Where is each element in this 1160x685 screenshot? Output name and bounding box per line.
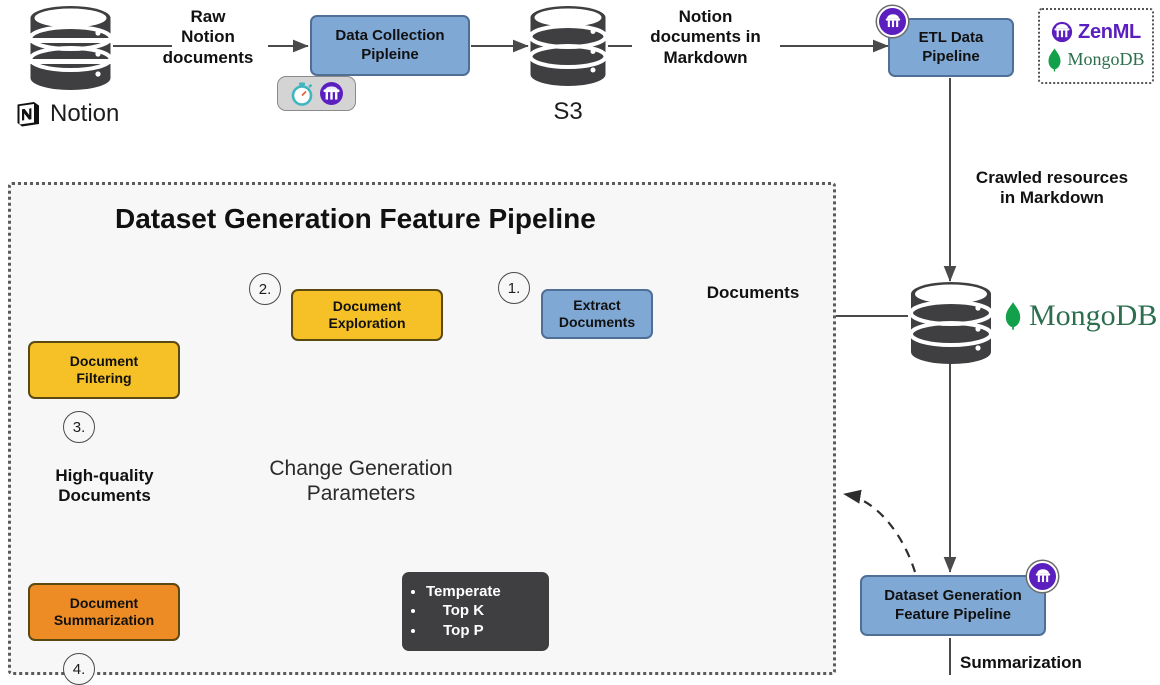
legend-label-zenml: ZenML: [1078, 20, 1141, 43]
s3-label: S3: [553, 98, 583, 125]
s3-datastore-icon: [528, 5, 608, 87]
stopwatch-icon: [291, 82, 312, 106]
node-document-filtering[interactable]: Document Filtering: [28, 341, 180, 399]
mongodb-logo: MongoDB: [1004, 299, 1157, 333]
mongodb-leaf-icon: [1048, 48, 1061, 71]
legend-item-zenml: ZenML: [1051, 21, 1141, 44]
node-document-summarization[interactable]: Document Summarization: [28, 583, 180, 641]
zenml-badge-icon: [877, 6, 908, 37]
step-marker-1: 1.: [498, 272, 530, 304]
zenml-icon: [319, 82, 343, 105]
edge-label-raw-notion-documents: Raw Notion documents: [162, 7, 254, 67]
legend-label-mongodb: MongoDB: [1067, 49, 1145, 69]
node-extract-documents[interactable]: Extract Documents: [541, 289, 653, 339]
node-document-exploration[interactable]: Document Exploration: [291, 289, 443, 341]
mongodb-datastore-icon: [908, 281, 994, 365]
node-dataset-generation-feature-pipeline[interactable]: Dataset Generation Feature Pipeline: [860, 575, 1046, 636]
step-marker-3: 3.: [63, 411, 95, 443]
legend-item-mongodb: MongoDB: [1047, 48, 1145, 72]
step-marker-2: 2.: [249, 273, 281, 305]
parameter-item: Top P: [426, 622, 501, 640]
panel-title: Dataset Generation Feature Pipeline: [115, 203, 596, 234]
zenml-icon: [1051, 21, 1073, 43]
mongodb-leaf-icon: [1005, 302, 1021, 330]
notion-label: Notion: [50, 100, 120, 127]
node-document-summarization-label: Document Summarization: [53, 594, 155, 628]
parameter-item: Temperate: [426, 583, 501, 601]
node-data-collection-pipeline-label: Data Collection Pipleine: [335, 27, 445, 63]
edge-label-change-generation-parameters: Change Generation Parameters: [269, 457, 453, 506]
parameter-item: Top K: [426, 602, 501, 620]
generation-parameters-box: Temperate Top K Top P: [402, 572, 549, 651]
legend-box: ZenML MongoDB: [1038, 8, 1154, 84]
zenml-badge-icon: [1027, 561, 1058, 592]
edge-label-documents: Documents: [706, 283, 800, 302]
node-document-exploration-label: Document Exploration: [328, 297, 406, 331]
node-dataset-generation-feature-pipeline-label: Dataset Generation Feature Pipeline: [884, 587, 1022, 623]
mongodb-label: MongoDB: [1029, 299, 1158, 332]
notion-datastore-icon: [28, 5, 113, 91]
generation-parameters-list: Temperate Top K Top P: [404, 582, 501, 641]
node-etl-data-pipeline[interactable]: ETL Data Pipeline: [888, 18, 1014, 77]
step-marker-4: 4.: [63, 653, 95, 685]
notion-icon: [17, 102, 39, 127]
node-document-filtering-label: Document Filtering: [69, 352, 139, 386]
edge-label-crawled-resources: Crawled resources in Markdown: [975, 168, 1129, 208]
notion-logo: Notion: [14, 100, 119, 128]
node-etl-data-pipeline-label: ETL Data Pipeline: [918, 29, 984, 65]
edge-label-notion-documents-markdown: Notion documents in Markdown: [650, 7, 761, 67]
node-data-collection-pipeline[interactable]: Data Collection Pipleine: [310, 15, 470, 76]
edge-label-summarization: Summarization: [960, 653, 1082, 672]
schedule-zenml-chip[interactable]: [277, 76, 356, 111]
edge-label-high-quality-documents: High-quality Documents: [55, 466, 154, 506]
node-extract-documents-label: Extract Documents: [558, 296, 636, 330]
